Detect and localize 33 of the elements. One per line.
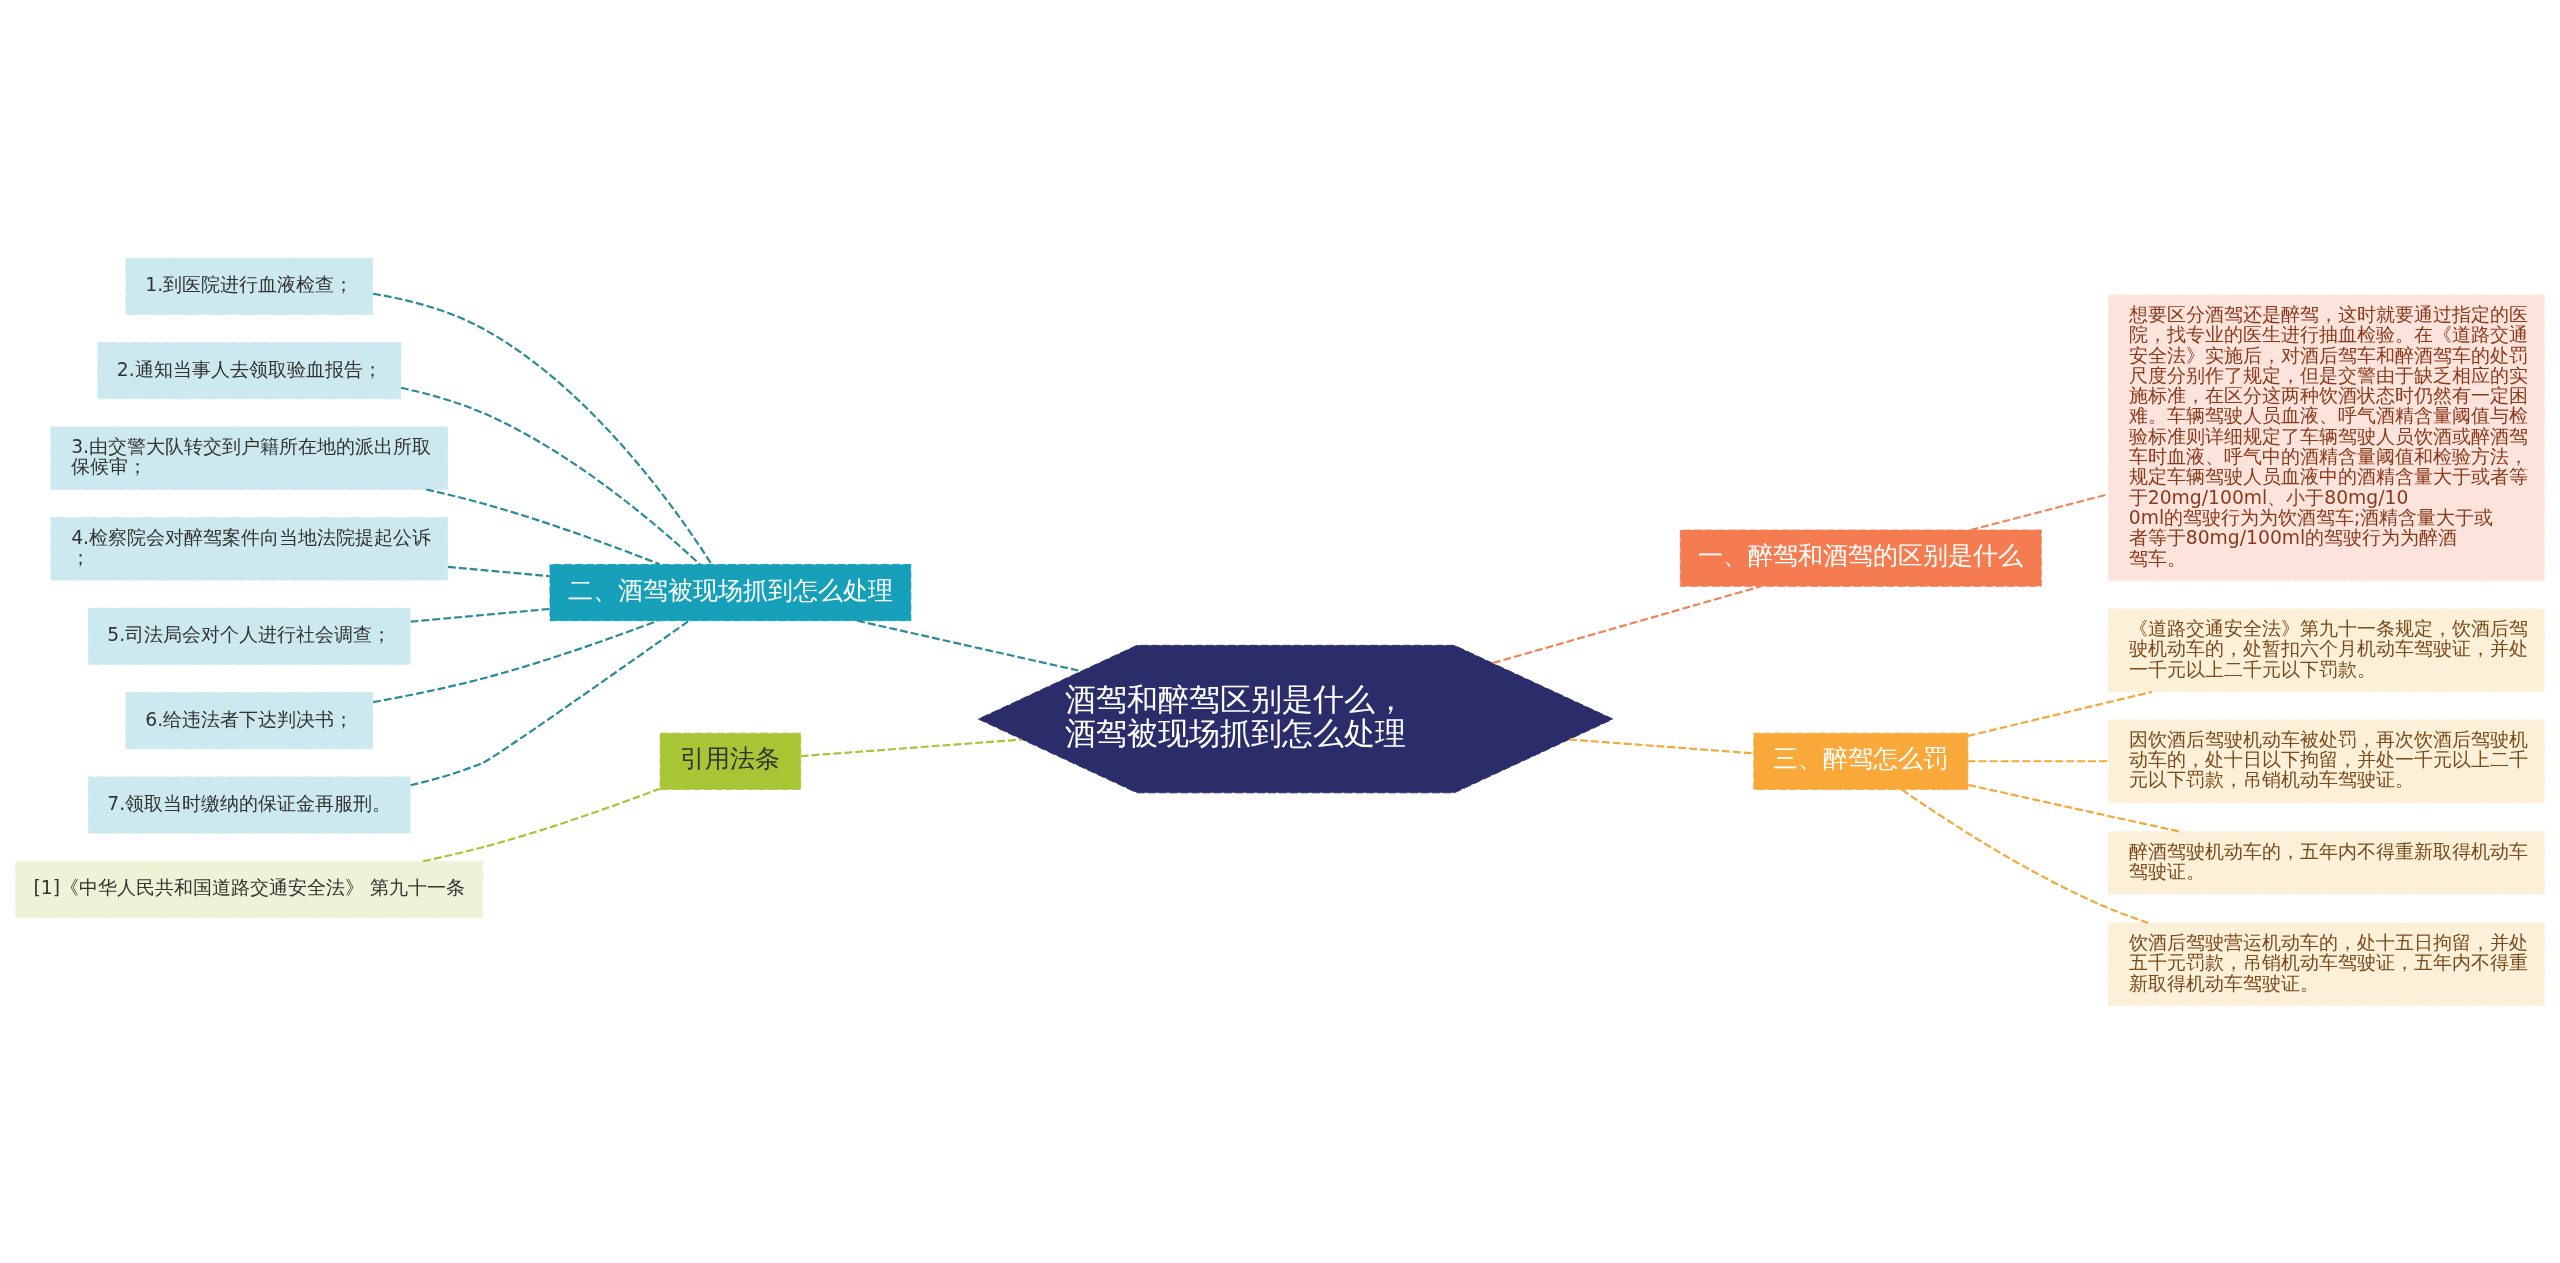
connector	[857, 619, 1082, 672]
node-box: 3.由交警大队转交到户籍所在地的派出所取保候审；	[50, 426, 449, 490]
connector	[1967, 759, 2109, 762]
node-box: 4.检察院会对醉驾案件向当地法院提起公诉；	[50, 516, 449, 581]
connector	[422, 787, 661, 862]
connector	[1569, 737, 1754, 754]
node-box: 2.通知当事人去领取验血报告；	[97, 341, 402, 399]
node-box: 7.领取当时缴纳的保证金再服刑。	[87, 775, 411, 834]
connector	[373, 619, 658, 703]
node-box: 想要区分酒驾还是醉驾，这时就要通过指定的医院，找专业的医生进行抽血检验。在《道路交通安全法》实施后，对酒后驾车和醉酒驾车的处罚尺度分别作了规定，但是交警由于缺乏相应的实施标准，在区分这两种饮酒状态时仍然有一定困难。车辆驾驶人员血液、呼气酒精含量阈值与检验标准则详细规定了车辆驾驶人员饮酒或醉酒驾车时血液、呼气中的酒精含量阈值和检验方法，规定车辆驾驶人员血液中的酒精含量大于或者等于20mg/100ml、小于80mg/100ml的驾驶行为为饮酒驾车;酒精含量大于或者等于80mg/100ml的驾驶行为为醉酒驾车。	[2107, 294, 2545, 581]
connector	[800, 737, 1022, 757]
connector	[447, 565, 550, 577]
connector	[373, 292, 713, 565]
node-box: 三、醉驾怎么罚	[1753, 732, 1969, 790]
connector	[1967, 690, 2152, 737]
node-box: 醉酒驾驶机动车的，五年内不得重新取得机动车驾驶证。	[2107, 830, 2545, 895]
connector	[1492, 584, 1761, 664]
node-box: 5.司法局会对个人进行社会调查；	[87, 607, 411, 665]
node-box: 饮酒后驾驶营运机动车的，处十五日拘留，并处五千元罚款，吊销机动车驾驶证，五年内不得重新取得机动车驾驶证。	[2107, 922, 2545, 1006]
node-box: 引用法条	[659, 732, 802, 790]
connector	[410, 607, 550, 623]
node-box: 因饮酒后驾驶机动车被处罚，再次饮酒后驾驶机动车的，处十日以下拘留，并处一千元以上二千元以下罚款，吊销机动车驾驶证。	[2107, 718, 2545, 803]
connector	[426, 487, 661, 565]
node-box: 二、酒驾被现场抓到怎么处理	[549, 563, 912, 621]
node-box: 6.给违法者下达判决书；	[125, 691, 374, 749]
connector	[400, 386, 701, 565]
connector	[1968, 783, 2181, 833]
node-box: 一、醉驾和酒驾的区别是什么	[1679, 529, 2042, 587]
connector	[1901, 788, 2149, 924]
node-box: [1]《中华人民共和国道路交通安全法》 第九十一条	[15, 860, 484, 918]
connector	[410, 619, 690, 786]
node-box: 《道路交通安全法》第九十一条规定，饮酒后驾驶机动车的，处暂扣六个月机动车驾驶证，并处一千元以上二千元以下罚款。	[2107, 608, 2545, 692]
node-box: 1.到医院进行血液检查；	[125, 257, 374, 315]
